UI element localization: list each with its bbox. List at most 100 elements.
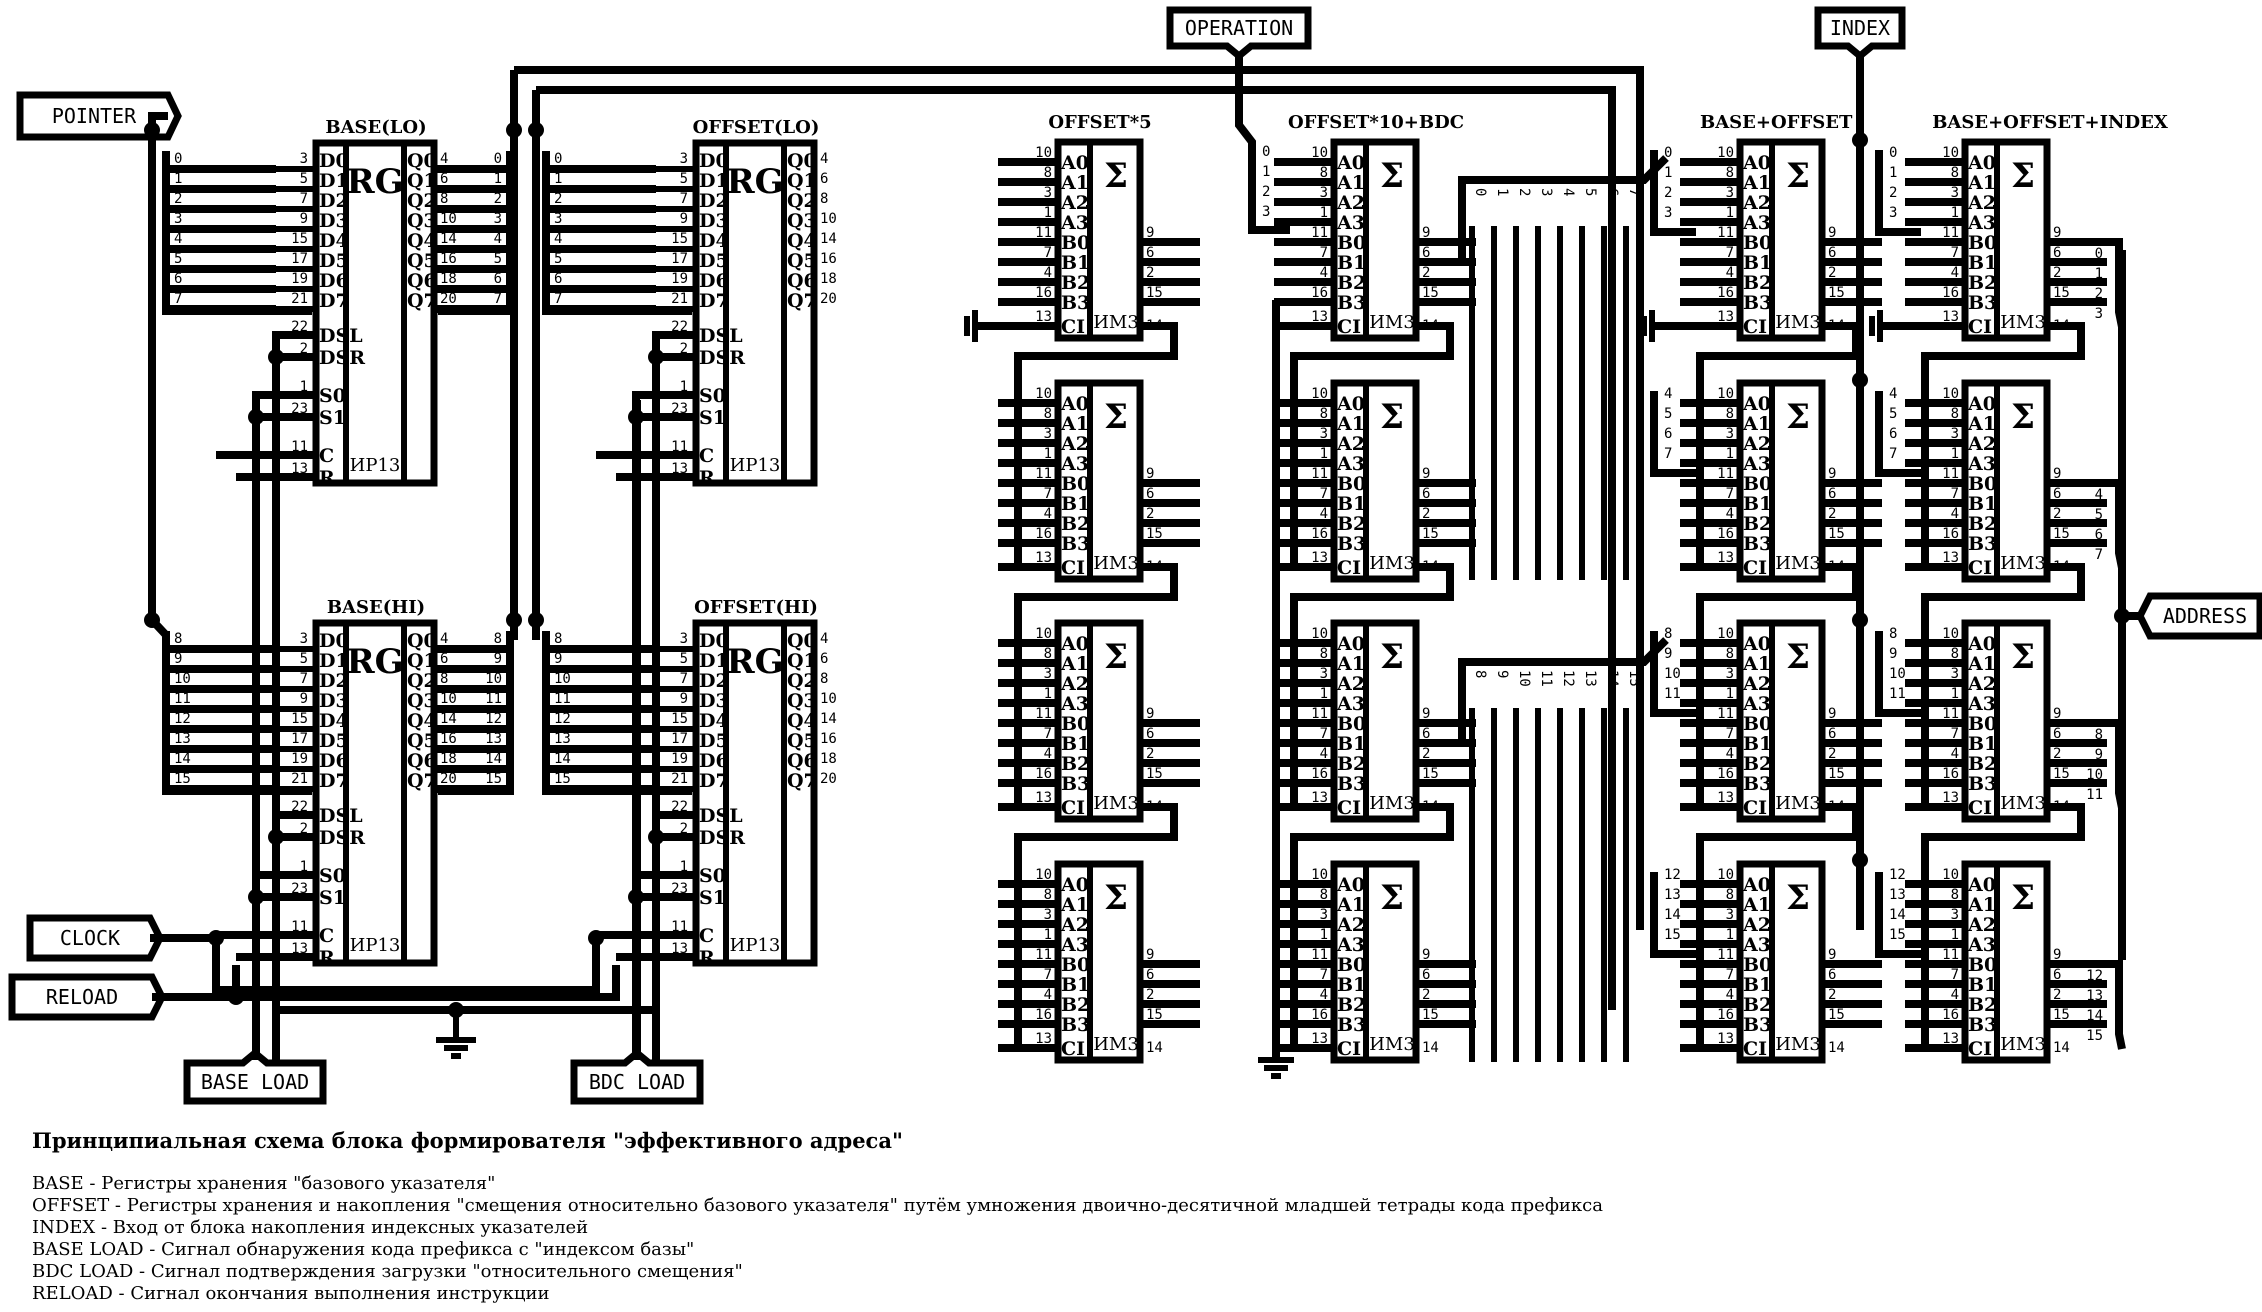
pin-number: 7 [1320,967,1328,983]
pin-number: 6 [1828,726,1836,742]
pin-number: 3 [680,631,688,647]
bit-label: 12 [554,711,571,727]
pin-number: 7 [1951,726,1959,742]
bit-label: 4 [2095,487,2103,503]
port-bdc-load: BDC LOAD [570,1048,704,1105]
pin-number: 6 [1146,486,1154,502]
legend-line-base-load: BASE LOAD - Сигнал обнаружения кода преф… [32,1239,695,1260]
sigma-icon: Σ [1786,637,1810,677]
pin-number: 10 [1311,867,1328,883]
pin-b1: B1 [1968,493,1997,515]
pin-b3: B3 [1337,1014,1366,1036]
pin-a1: A1 [1742,653,1771,675]
pin-a1: A1 [1967,894,1996,916]
address-group-bus [2107,960,2126,1050]
adder-chip: ΣИМ3A010A18A23A31B011B17B24B316CI1396215… [1905,860,2107,1064]
pin-b0: B0 [1743,473,1772,495]
pin-a3: A3 [1336,934,1365,956]
pin-d5: D5 [319,250,349,272]
pin-number: 15 [1828,285,1845,301]
pin-ci: CI [1968,557,1992,579]
pin-a1: A1 [1336,413,1365,435]
pin-s1: S1 [699,887,726,909]
pin-b3: B3 [1968,292,1997,314]
pin-b3: B3 [1337,773,1366,795]
pin-number: 2 [300,341,308,357]
pin-number: 4 [1320,506,1328,522]
pin-number: 9 [1828,225,1836,241]
pin-number: 20 [440,771,457,787]
pin-b0: B0 [1968,954,1997,976]
pin-d5: D5 [699,250,729,272]
bit-label: 6 [1889,426,1897,442]
pin-b0: B0 [1337,954,1366,976]
pin-a0: A0 [1742,152,1771,174]
pin-number: 15 [1828,526,1845,542]
pin-number: 4 [440,631,448,647]
pin-number: 13 [1717,550,1734,566]
pin-q0: Q0 [787,630,817,652]
pin-number: 16 [440,251,457,267]
junction-dot [268,829,284,845]
port-index-label: INDEX [1830,16,1890,40]
pin-dsl: DSL [699,325,743,347]
pin-number: 7 [1951,245,1959,261]
pin-number: 7 [1044,967,1052,983]
bit-label: 4 [1889,386,1897,402]
pin-number: 13 [1311,1031,1328,1047]
pin-number: 9 [1146,466,1154,482]
pin-a3: A3 [1336,453,1365,475]
bit-label: 2 [494,191,502,207]
pin-number: 7 [1320,726,1328,742]
pin-number: 11 [1035,706,1052,722]
bit-label: 1 [1494,188,1510,196]
bit-label: 11 [1889,686,1906,702]
pin-number: 11 [1035,947,1052,963]
adder-chip: ΣИМ3A010A18A23A31B011B17B24B316CI1396215… [998,860,1200,1064]
pin-number: 10 [1311,386,1328,402]
pin-number: 2 [1422,987,1430,1003]
pin-b0: B0 [1061,954,1090,976]
bit-label: 9 [2095,747,2103,763]
pin-number: 2 [1828,506,1836,522]
adder-part: ИМ3 [1775,553,1821,574]
pin-number: 9 [680,211,688,227]
bit-label: 13 [1889,887,1906,903]
pin-a1: A1 [1336,894,1365,916]
sigma-icon: Σ [1104,156,1128,196]
pin-b1: B1 [1968,974,1997,996]
pin-number: 9 [1828,466,1836,482]
pin-a1: A1 [1967,653,1996,675]
pin-b3: B3 [1061,773,1090,795]
pin-q2: Q2 [787,670,817,692]
pin-number: 2 [2053,746,2061,762]
sigma-icon: Σ [1786,878,1810,918]
pin-q7: Q7 [787,770,817,792]
junction-dot [268,349,284,365]
pin-q7: Q7 [407,770,437,792]
offset10-hi-bus [1458,637,1669,742]
pin-number: 6 [1146,967,1154,983]
pin-number: 3 [1320,185,1328,201]
register-part: ИР13 [730,455,781,476]
pin-b3: B3 [1743,533,1772,555]
adder-chip: ΣИМ3A010A18A23A31B011B17B24B316CI1396215… [1274,860,1476,1064]
pin-number: 15 [2053,766,2070,782]
pin-number: 11 [1942,706,1959,722]
bit-label: 8 [1664,626,1672,642]
pin-number: 15 [1422,1007,1439,1023]
pin-q7: Q7 [787,290,817,312]
adder-part: ИМ3 [2000,553,2046,574]
pin-a3: A3 [1336,693,1365,715]
register-body [692,139,818,487]
pin-number: 9 [1146,706,1154,722]
pin-number: 8 [1951,165,1959,181]
pin-a2: A2 [1742,433,1771,455]
bit-label: 4 [494,231,502,247]
pin-number: 1 [1726,446,1734,462]
pin-number: 6 [1422,486,1430,502]
pin-number: 10 [1311,626,1328,642]
pin-number: 7 [1951,967,1959,983]
